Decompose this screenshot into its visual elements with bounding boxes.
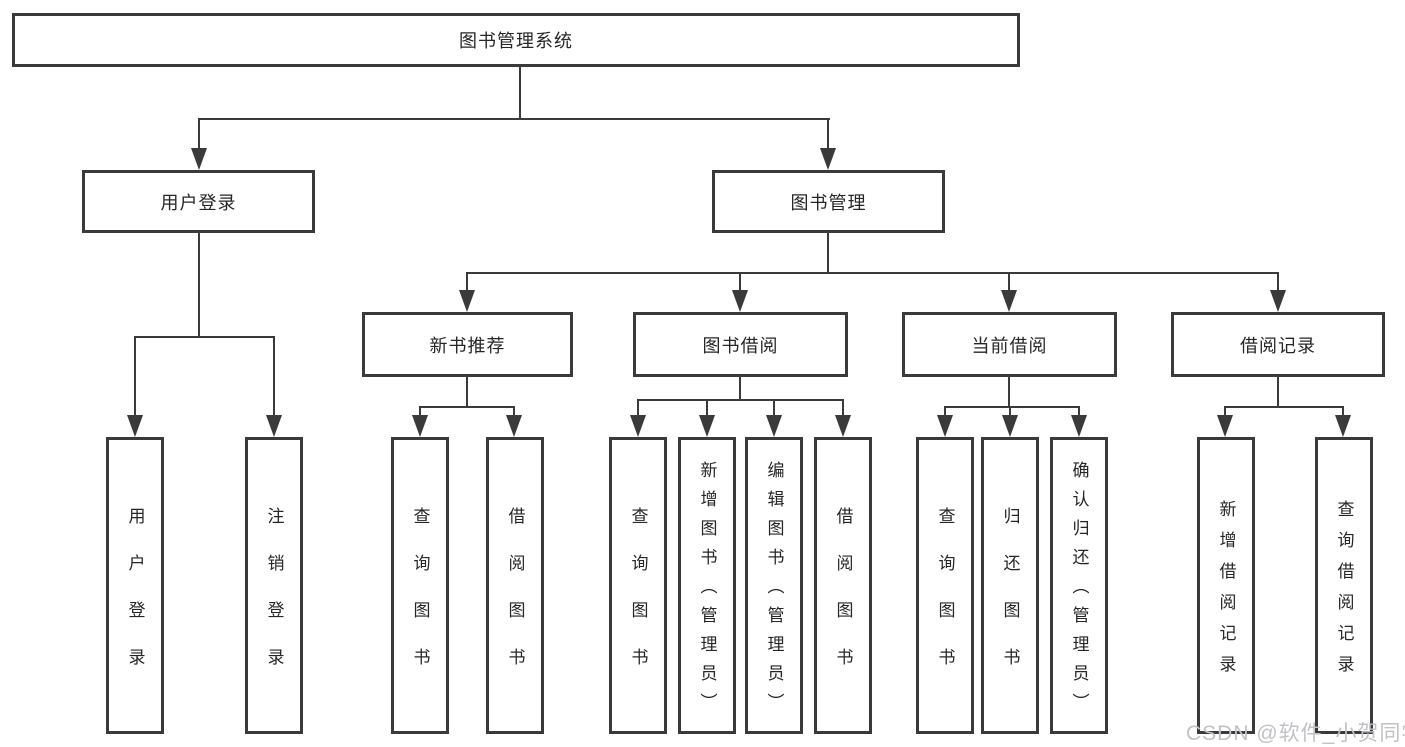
arrow-down-icon	[1270, 290, 1286, 312]
leaf-borrow-books-borrow-label: 借阅图书	[833, 506, 853, 695]
node-root: 图书管理系统	[12, 13, 1020, 67]
node-current-borrow-label: 当前借阅	[971, 335, 1048, 356]
leaf-return-books-label: 归还图书	[1000, 506, 1020, 695]
connector-vertical	[134, 336, 136, 416]
arrow-down-icon	[835, 415, 851, 437]
arrow-down-icon	[699, 415, 715, 437]
arrow-down-icon	[937, 415, 953, 437]
leaf-query-books-borrow: 查询图书	[609, 437, 667, 734]
arrow-down-icon	[459, 290, 475, 312]
connector-vertical	[273, 336, 275, 416]
leaf-query-books-newbook: 查询图书	[391, 437, 449, 734]
arrow-down-icon	[1071, 415, 1087, 437]
leaf-logout-label: 注销登录	[264, 506, 284, 695]
connector-horizontal	[944, 406, 1080, 408]
arrow-down-icon	[506, 415, 522, 437]
arrow-down-icon	[266, 415, 282, 437]
connector-vertical	[773, 399, 775, 416]
node-root-label: 图书管理系统	[459, 31, 573, 51]
connector-vertical	[1009, 406, 1011, 416]
leaf-borrow-books-newbook: 借阅图书	[486, 437, 544, 734]
leaf-query-books-current-label: 查询图书	[935, 506, 955, 695]
arrow-down-icon	[1217, 415, 1233, 437]
leaf-add-borrow-record-label: 新增借阅记录	[1216, 499, 1236, 686]
leaf-query-books-current: 查询图书	[916, 437, 974, 734]
connector-vertical	[419, 406, 421, 416]
leaf-query-books-borrow-label: 查询图书	[628, 506, 648, 695]
leaf-user-login: 用户登录	[106, 437, 164, 734]
leaf-borrow-books-borrow: 借阅图书	[814, 437, 872, 734]
arrow-down-icon	[732, 290, 748, 312]
arrow-down-icon	[1001, 290, 1017, 312]
connector-vertical	[1008, 272, 1010, 292]
leaf-edit-book-admin: 编辑图书︵管理员︶	[745, 437, 803, 734]
node-new-book-recommend-label: 新书推荐	[429, 335, 506, 356]
node-borrow-records-label: 借阅记录	[1240, 335, 1316, 356]
connector-vertical	[827, 118, 829, 148]
connector-vertical	[466, 377, 468, 407]
leaf-edit-book-admin-label: 编辑图书︵管理员︶	[764, 461, 784, 722]
arrow-down-icon	[127, 415, 143, 437]
connector-vertical	[739, 272, 741, 292]
arrow-down-icon	[191, 148, 207, 170]
leaf-add-book-admin-label: 新增图书︵管理员︶	[697, 461, 717, 722]
connector-vertical	[1008, 377, 1010, 407]
leaf-user-login-label: 用户登录	[125, 506, 145, 695]
connector-vertical	[1342, 406, 1344, 416]
node-book-management: 图书管理	[712, 170, 945, 233]
connector-vertical	[637, 399, 639, 416]
csdn-watermark: CSDN @软件_小贺同学	[1186, 722, 1405, 745]
leaf-query-books-newbook-label: 查询图书	[410, 506, 430, 695]
node-book-management-label: 图书管理	[790, 192, 867, 213]
connector-horizontal	[419, 406, 515, 408]
node-user-login: 用户登录	[82, 170, 315, 233]
connector-vertical	[519, 67, 521, 118]
connector-horizontal	[637, 399, 844, 401]
arrow-down-icon	[820, 148, 836, 170]
leaf-add-book-admin: 新增图书︵管理员︶	[678, 437, 736, 734]
arrow-down-icon	[1335, 415, 1351, 437]
leaf-add-borrow-record: 新增借阅记录	[1197, 437, 1255, 734]
connector-vertical	[513, 406, 515, 416]
arrow-down-icon	[766, 415, 782, 437]
connector-vertical	[1277, 272, 1279, 292]
node-current-borrow: 当前借阅	[902, 312, 1117, 377]
connector-horizontal	[134, 336, 275, 338]
arrow-down-icon	[1002, 415, 1018, 437]
node-user-login-label: 用户登录	[160, 192, 237, 213]
connector-horizontal	[198, 118, 830, 120]
leaf-confirm-return-admin: 确认归还︵管理员︶	[1050, 437, 1108, 734]
node-new-book-recommend: 新书推荐	[362, 312, 573, 377]
arrow-down-icon	[412, 415, 428, 437]
leaf-query-borrow-record-label: 查询借阅记录	[1334, 499, 1354, 686]
connector-vertical	[1277, 377, 1279, 407]
node-borrow-records: 借阅记录	[1171, 312, 1385, 377]
connector-horizontal	[466, 272, 1279, 274]
connector-vertical	[739, 377, 741, 400]
leaf-query-borrow-record: 查询借阅记录	[1315, 437, 1373, 734]
node-book-borrow: 图书借阅	[633, 312, 848, 377]
node-book-borrow-label: 图书借阅	[702, 335, 779, 356]
leaf-confirm-return-admin-label: 确认归还︵管理员︶	[1069, 461, 1089, 722]
arrow-down-icon	[630, 415, 646, 437]
connector-vertical	[198, 233, 200, 336]
connector-vertical	[827, 233, 829, 273]
leaf-return-books: 归还图书	[981, 437, 1039, 734]
connector-vertical	[842, 399, 844, 416]
connector-vertical	[1224, 406, 1226, 416]
leaf-logout: 注销登录	[245, 437, 303, 734]
connector-vertical	[944, 406, 946, 416]
connector-vertical	[706, 399, 708, 416]
connector-vertical	[466, 272, 468, 292]
connector-horizontal	[1224, 406, 1344, 408]
connector-vertical	[198, 118, 200, 148]
connector-vertical	[1078, 406, 1080, 416]
leaf-borrow-books-newbook-label: 借阅图书	[505, 506, 525, 695]
